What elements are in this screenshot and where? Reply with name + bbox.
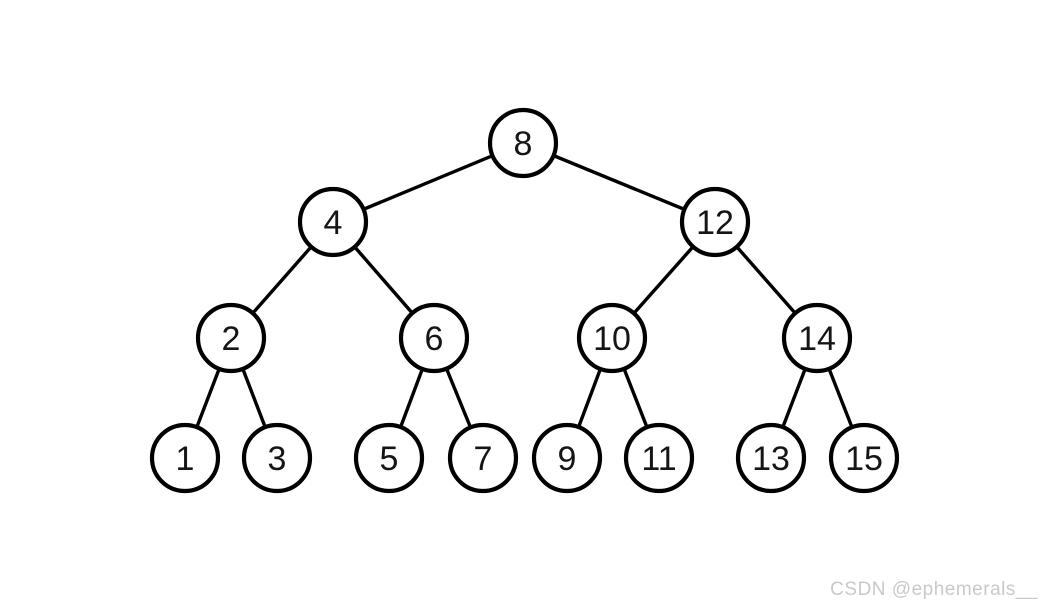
tree-node-4: 4 [297, 186, 369, 258]
tree-node-circle [735, 422, 807, 494]
tree-node-circle [353, 422, 425, 494]
tree-node-10: 10 [576, 302, 648, 374]
tree-node-label: 14 [798, 320, 836, 358]
tree-node-label: 11 [641, 440, 676, 478]
tree-node-label: 7 [474, 440, 493, 478]
tree-node-6: 6 [398, 302, 470, 374]
tree-node-8: 8 [487, 107, 559, 179]
tree-node-13: 13 [735, 422, 807, 494]
tree-node-circle [828, 422, 900, 494]
tree-node-circle [679, 186, 751, 258]
tree-node-label: 13 [752, 440, 790, 478]
csdn-watermark: CSDN @ephemerals__ [830, 579, 1038, 600]
tree-node-14: 14 [781, 302, 853, 374]
tree-node-9: 9 [531, 422, 603, 494]
tree-node-label: 2 [222, 320, 241, 358]
tree-node-circle [623, 422, 695, 494]
tree-node-label: 5 [380, 440, 399, 478]
tree-node-12: 12 [679, 186, 751, 258]
tree-node-15: 15 [828, 422, 900, 494]
tree-node-label: 8 [514, 125, 533, 163]
tree-node-circle [398, 302, 470, 374]
tree-node-label: 4 [324, 204, 343, 242]
tree-node-circle [576, 302, 648, 374]
tree-node-11: 11 [623, 422, 695, 494]
tree-node-label: 9 [558, 440, 577, 478]
tree-node-circle [487, 107, 559, 179]
tree-node-3: 3 [241, 422, 313, 494]
tree-node-label: 3 [268, 440, 287, 478]
tree-node-circle [195, 302, 267, 374]
tree-node-circle [447, 422, 519, 494]
tree-node-label: 1 [176, 440, 195, 478]
tree-node-label: 15 [845, 440, 883, 478]
tree-node-1: 1 [149, 422, 221, 494]
tree-node-7: 7 [447, 422, 519, 494]
tree-node-label: 10 [593, 320, 631, 358]
tree-node-circle [781, 302, 853, 374]
tree-node-circle [241, 422, 313, 494]
tree-node-circle [149, 422, 221, 494]
tree-node-circle [531, 422, 603, 494]
tree-node-circle [297, 186, 369, 258]
tree-node-5: 5 [353, 422, 425, 494]
tree-node-2: 2 [195, 302, 267, 374]
tree-node-label: 6 [425, 320, 444, 358]
tree-edges-layer [183, 141, 866, 460]
tree-node-label: 12 [696, 204, 734, 242]
